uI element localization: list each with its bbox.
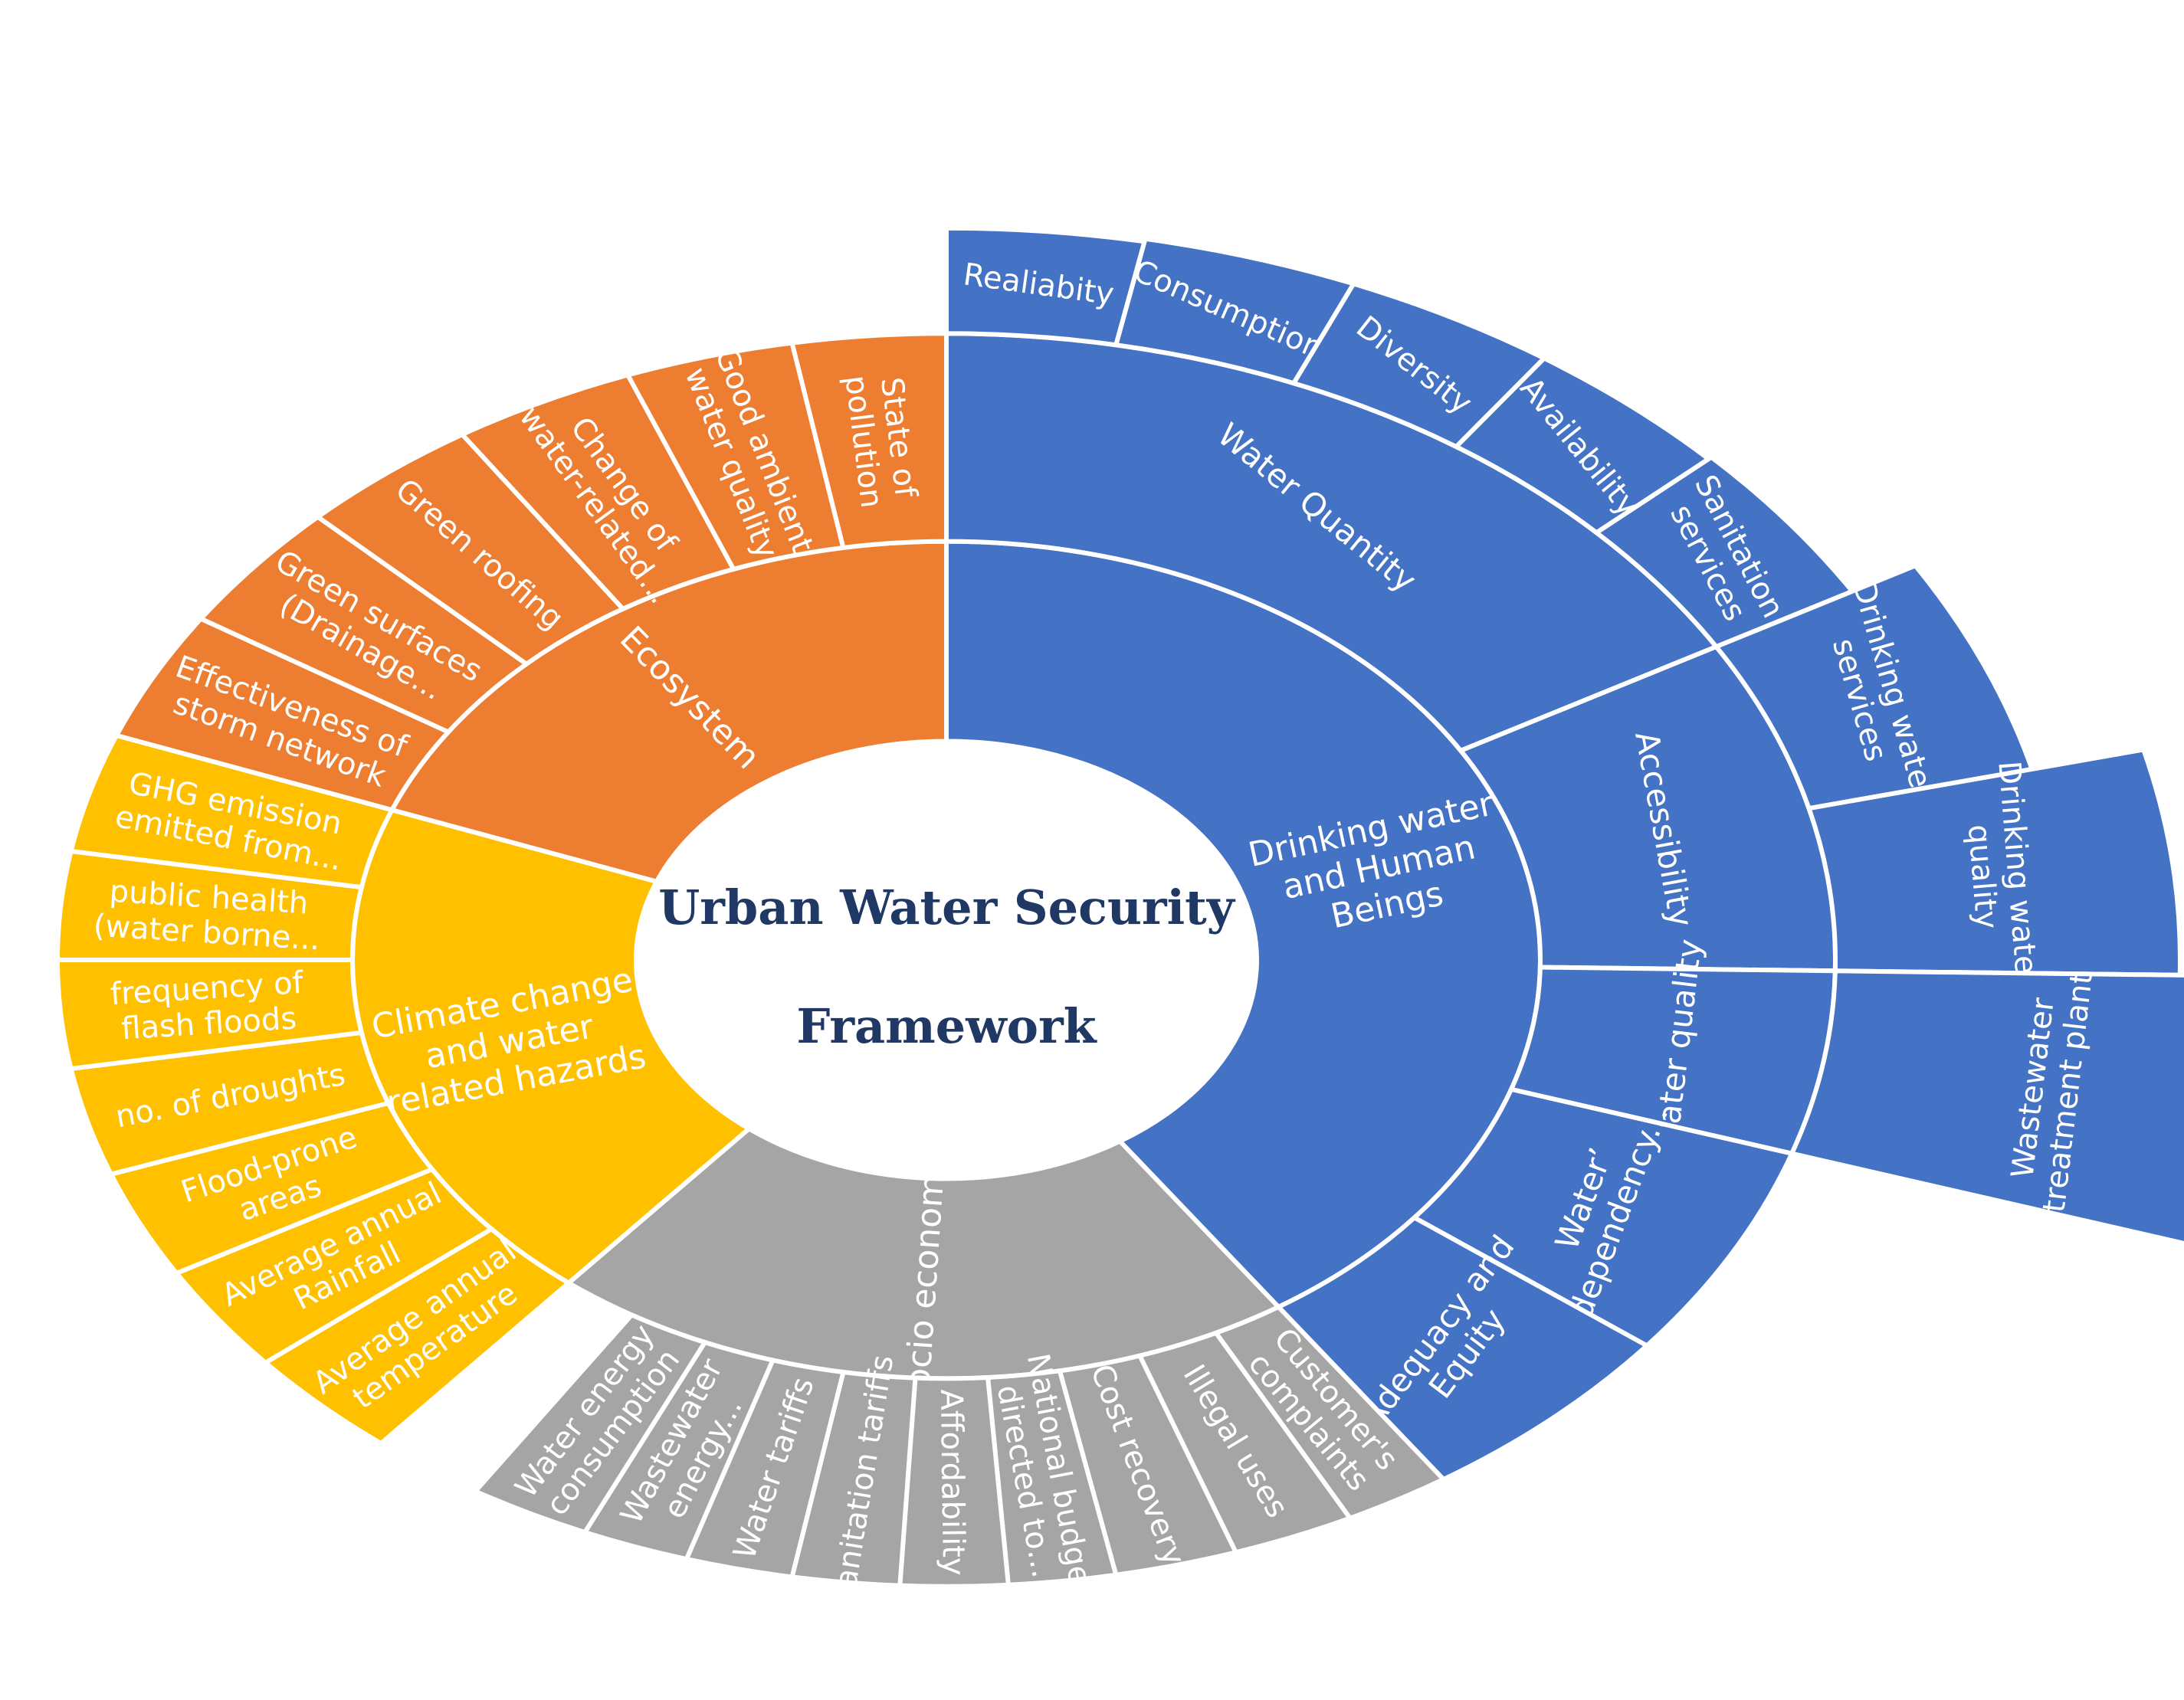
indicator-drinking-water-quality: Drinking waterquality: [1805, 747, 2182, 988]
indicator-wastewater-treatment-plant-wedge: [1788, 968, 2184, 1246]
subcategory-water-dependency: Water’dependency...: [1410, 1086, 1795, 1349]
center-hole: [636, 741, 1257, 1179]
indicator-affordability-label-line: Affordability: [933, 1389, 971, 1576]
indicator-water-tariffs: Water tariffs: [683, 1358, 847, 1580]
indicator-drinking-water-quality-label-line: quality: [1961, 823, 2005, 930]
indicator-green-surfaces-drainage: Green surfaces(Drainage...: [197, 514, 531, 735]
indicator-realiabity: Realiabity: [944, 225, 1148, 348]
indicator-consumption: Consumption: [1113, 236, 1357, 386]
category-climate: Climate changeand waterrelated hazards: [350, 807, 753, 1286]
indicator-state-of-pollution-wedge: [789, 331, 949, 551]
center-title-line-1: Urban Water Security: [658, 879, 1236, 935]
indicator-sanitation-services: Sanitationservices: [1592, 454, 1857, 650]
subcategory-water-quantity: Water Quantity: [944, 331, 1720, 754]
subcategory-adequacy-and-equity: Adequacy andEquity: [1274, 1214, 1651, 1482]
indicator-state-of-pollution-label: State ofpollution: [838, 369, 924, 510]
center-title-line-2: Framework: [796, 998, 1097, 1054]
subcategory-accessibility: Accessibility: [1457, 644, 1838, 974]
indicator-affordability: Affordability: [897, 1374, 1012, 1589]
indicator-ghg-emission-emitted-from: GHG emissionemitted from...: [67, 732, 395, 890]
indicator-water-energy-consumption-wedge: [471, 1312, 709, 1535]
indicator-affordability-label: Affordability: [933, 1389, 971, 1576]
indicator-effectiveness-of-storm-network: Effectiveness ofstorm network: [113, 615, 453, 813]
indicator-public-health-water-borne-label: public health(water borne...: [93, 873, 323, 958]
indicator-diversity: Diversity: [1290, 280, 1549, 450]
indicator-state-of-pollution: State ofpollution: [789, 331, 949, 551]
indicator-wastewater-treatment-plant: Wastewatertreatment plant: [1788, 968, 2184, 1246]
indicator-frequency-of-flash-floods-label: frequency offlash floods: [110, 965, 307, 1047]
indicator-frequency-of-flash-floods: frequency offlash floods: [54, 958, 365, 1072]
indicator-drinking-water-services: Drinking waterservices: [1712, 562, 2035, 811]
